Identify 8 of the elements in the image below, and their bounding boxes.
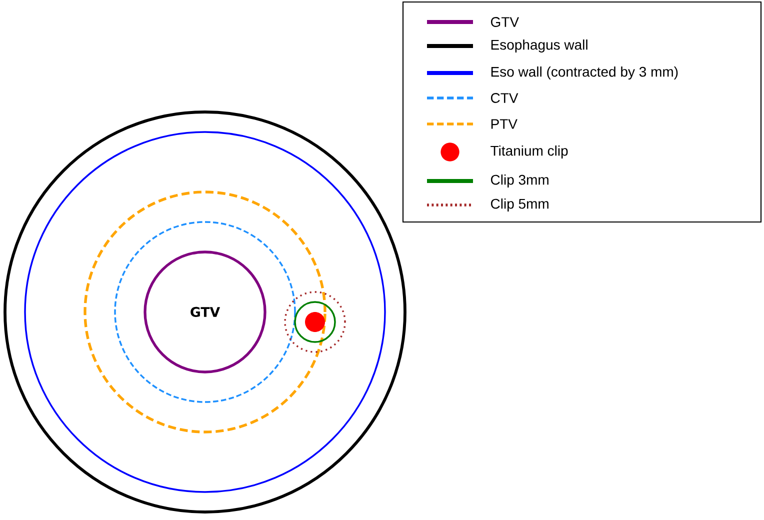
legend-text: Titanium clip [490, 145, 568, 159]
legend-text: Eso wall (contracted by 3 mm) [491, 66, 678, 80]
legend-text: Clip 5mm [490, 198, 548, 212]
legend-text: PTV [491, 119, 518, 129]
legend-text: Clip 3mm [490, 174, 548, 188]
legend-text: Esophagus wall [491, 39, 588, 53]
legend-text: CTV [490, 93, 518, 103]
legend-text: GTV [490, 17, 519, 27]
